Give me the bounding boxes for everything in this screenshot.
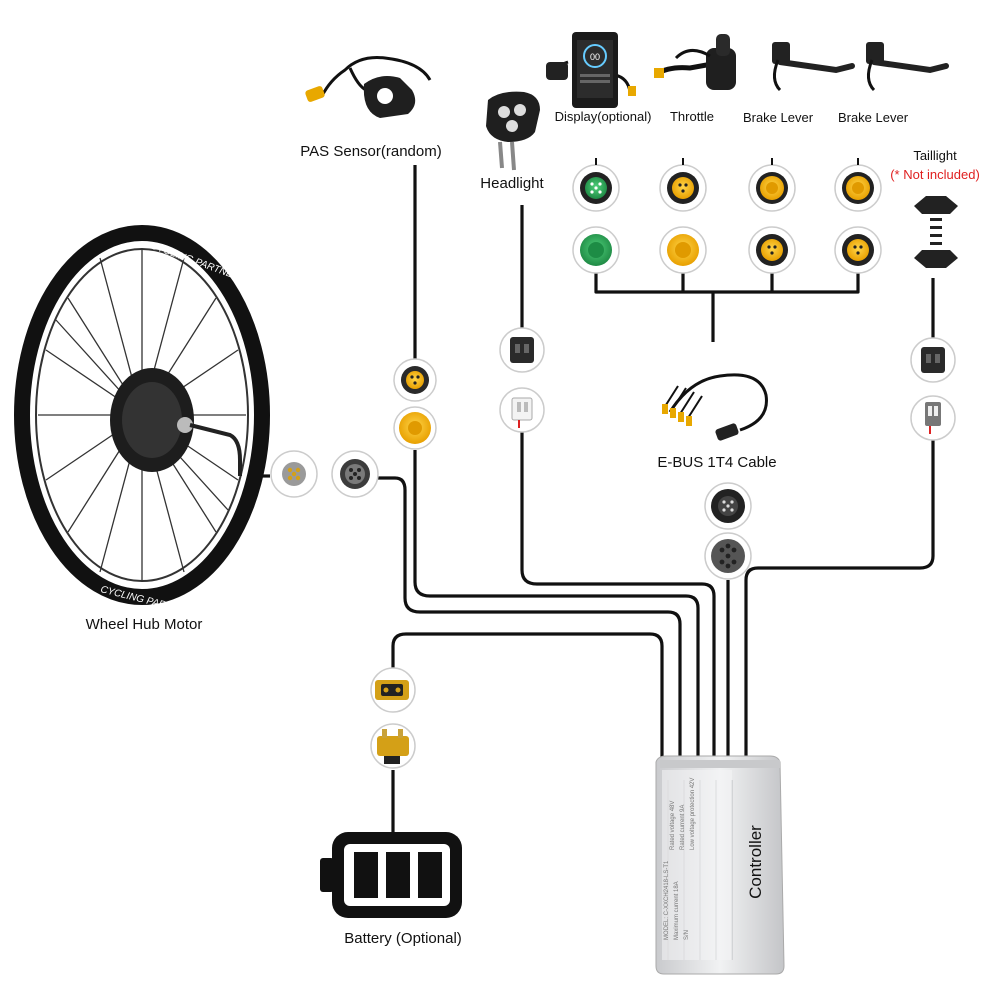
controller-spec-rated-voltage: Rated voltage 48V xyxy=(670,800,676,850)
brake-connector-bottom-1 xyxy=(748,226,796,274)
controller-icon xyxy=(655,755,785,975)
taillight-label: Taillight xyxy=(913,148,957,163)
battery-icon xyxy=(320,832,462,918)
controller-spec-rated-current: Rated current 9A xyxy=(680,804,686,850)
brake-lever-label-1: Brake Lever xyxy=(742,110,814,125)
brake-connector-top-2 xyxy=(834,158,882,212)
wheel-hub-motor-icon xyxy=(14,225,270,605)
controller-spec-sn: S/N xyxy=(684,929,690,940)
headlight-connector-2 xyxy=(499,387,545,433)
headlight-icon xyxy=(486,91,540,171)
ebus-controller-connector-1 xyxy=(704,482,752,530)
pas-sensor-label: PAS Sensor(random) xyxy=(300,143,442,160)
controller-label: Controller xyxy=(746,825,765,899)
ebus-cable-label: E-BUS 1T4 Cable xyxy=(657,454,777,471)
battery-connector-male xyxy=(370,723,416,769)
wire-taillight-to-controller xyxy=(744,438,935,760)
display-connector-top xyxy=(572,158,620,212)
brake-connector-bottom-2 xyxy=(834,226,882,274)
throttle-label: Throttle xyxy=(669,109,715,124)
wire-ebus-branch xyxy=(594,268,860,342)
display-label: Display(optional) xyxy=(554,109,652,124)
brake-lever-icon xyxy=(866,42,949,92)
brake-lever-label-2: Brake Lever xyxy=(837,110,909,125)
taillight-connector-1 xyxy=(910,337,956,383)
wire-pas-to-controller xyxy=(413,450,700,760)
taillight-icon xyxy=(914,196,958,268)
brake-lever-icon xyxy=(772,42,855,92)
motor-connector-female xyxy=(331,450,379,498)
wheel-hub-motor-label: Wheel Hub Motor xyxy=(85,616,203,633)
ebus-cable-icon xyxy=(662,373,768,441)
brake-connector-top-1 xyxy=(748,158,796,212)
controller-spec-low-voltage: Low voltage protection 42V xyxy=(690,777,696,850)
throttle-icon xyxy=(654,34,736,90)
controller-spec-model: MODEL: C-XXCH2418-LS-T1 xyxy=(664,860,670,940)
svg-text:00: 00 xyxy=(590,52,600,62)
wire-headlight-to-controller xyxy=(520,432,716,760)
wires xyxy=(262,165,935,832)
display-icon: 00 xyxy=(546,32,636,108)
throttle-connector-bottom xyxy=(659,226,707,274)
taillight-note: (* Not included) xyxy=(890,167,980,182)
display-connector-bottom xyxy=(572,226,620,274)
wire-battery-to-controller xyxy=(391,632,664,760)
headlight-connector-1 xyxy=(499,327,545,373)
pas-connector-2 xyxy=(393,406,437,450)
ebus-controller-connector-2 xyxy=(704,532,752,580)
controller-spec-max-current: Maximum current 18A xyxy=(674,881,680,940)
taillight-connector-2 xyxy=(910,395,956,441)
throttle-connector-top xyxy=(659,158,707,212)
battery-connector-female xyxy=(370,667,416,713)
wire-motor-to-controller xyxy=(378,476,682,760)
pas-connector-1 xyxy=(393,358,437,402)
pas-sensor-icon xyxy=(305,56,432,118)
headlight-label: Headlight xyxy=(480,175,544,192)
motor-connector-male xyxy=(270,450,318,498)
battery-label: Battery (Optional) xyxy=(344,930,462,947)
